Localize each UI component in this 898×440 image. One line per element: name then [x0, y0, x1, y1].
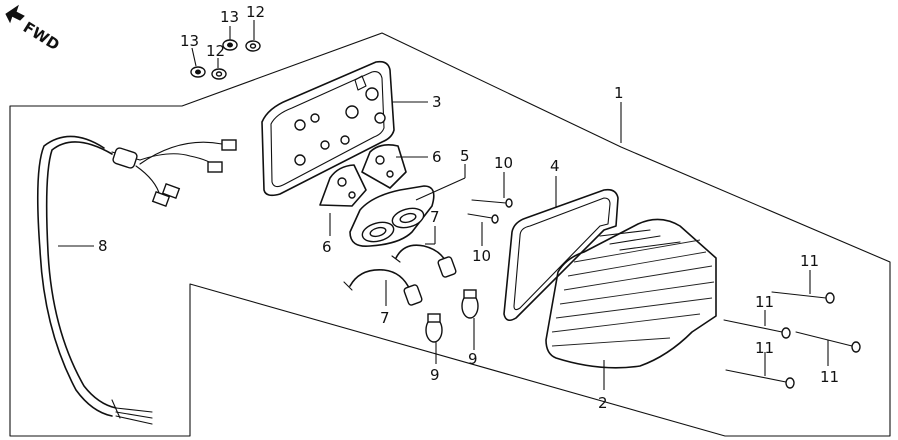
callout-12-lower: 12 — [206, 42, 225, 60]
callout-11-bottom: 11 — [755, 339, 774, 357]
callout-11-top: 11 — [800, 252, 819, 270]
part-6-socket-right — [361, 144, 407, 189]
part-11-screw-d — [725, 369, 795, 389]
callout-2: 2 — [598, 394, 608, 412]
callout-3: 3 — [432, 93, 442, 111]
callout-7-lower: 7 — [380, 309, 390, 327]
part-11-screw-c — [795, 331, 861, 353]
leader-lines — [58, 20, 829, 390]
part-7-socket-wire-left — [343, 269, 423, 306]
nut-13-upper — [222, 39, 238, 51]
part-3-base-plate — [261, 60, 395, 197]
nut-13-lower — [190, 66, 206, 78]
callout-6-lower: 6 — [322, 238, 332, 256]
part-5-bulb-holder — [349, 185, 435, 248]
part-4-lens-gasket — [503, 188, 619, 322]
assembly-outline — [9, 32, 891, 437]
callout-8: 8 — [98, 237, 108, 255]
part-6-socket-left — [319, 164, 367, 207]
part-11-screw-a — [771, 291, 835, 304]
fwd-arrow-icon — [5, 4, 25, 24]
callout-5: 5 — [460, 147, 470, 165]
callout-labels: 1 2 3 4 5 6 6 7 7 8 9 9 10 10 11 11 11 1… — [98, 3, 839, 412]
callout-11-right: 11 — [820, 368, 839, 386]
callout-9-left: 9 — [430, 366, 440, 384]
washer-nut-group — [190, 39, 261, 80]
part-11-screw-b — [723, 319, 791, 339]
callout-11-middle: 11 — [755, 293, 774, 311]
part-10-screw-lower — [467, 213, 499, 224]
callout-4: 4 — [550, 157, 560, 175]
callout-13-lower: 13 — [180, 32, 199, 50]
callout-9-right: 9 — [468, 350, 478, 368]
part-8-wire-harness — [36, 135, 237, 425]
part-7-socket-wire-right — [391, 244, 457, 278]
callout-10-upper: 10 — [494, 154, 513, 172]
part-2-taillight-lens — [545, 218, 717, 369]
callout-12-upper: 12 — [246, 3, 265, 21]
callout-10-lower: 10 — [472, 247, 491, 265]
fwd-label: FWD — [20, 18, 63, 54]
callout-13-upper: 13 — [220, 8, 239, 26]
callout-1: 1 — [614, 84, 624, 102]
part-9-bulb-left — [425, 313, 443, 343]
part-9-bulb-right — [461, 289, 479, 319]
callout-6-upper: 6 — [432, 148, 442, 166]
callout-7-upper: 7 — [430, 208, 440, 226]
washer-12-lower — [211, 68, 227, 80]
washer-12-upper — [245, 40, 261, 52]
fwd-indicator: FWD — [5, 4, 63, 54]
part-10-screw-upper — [471, 198, 513, 208]
